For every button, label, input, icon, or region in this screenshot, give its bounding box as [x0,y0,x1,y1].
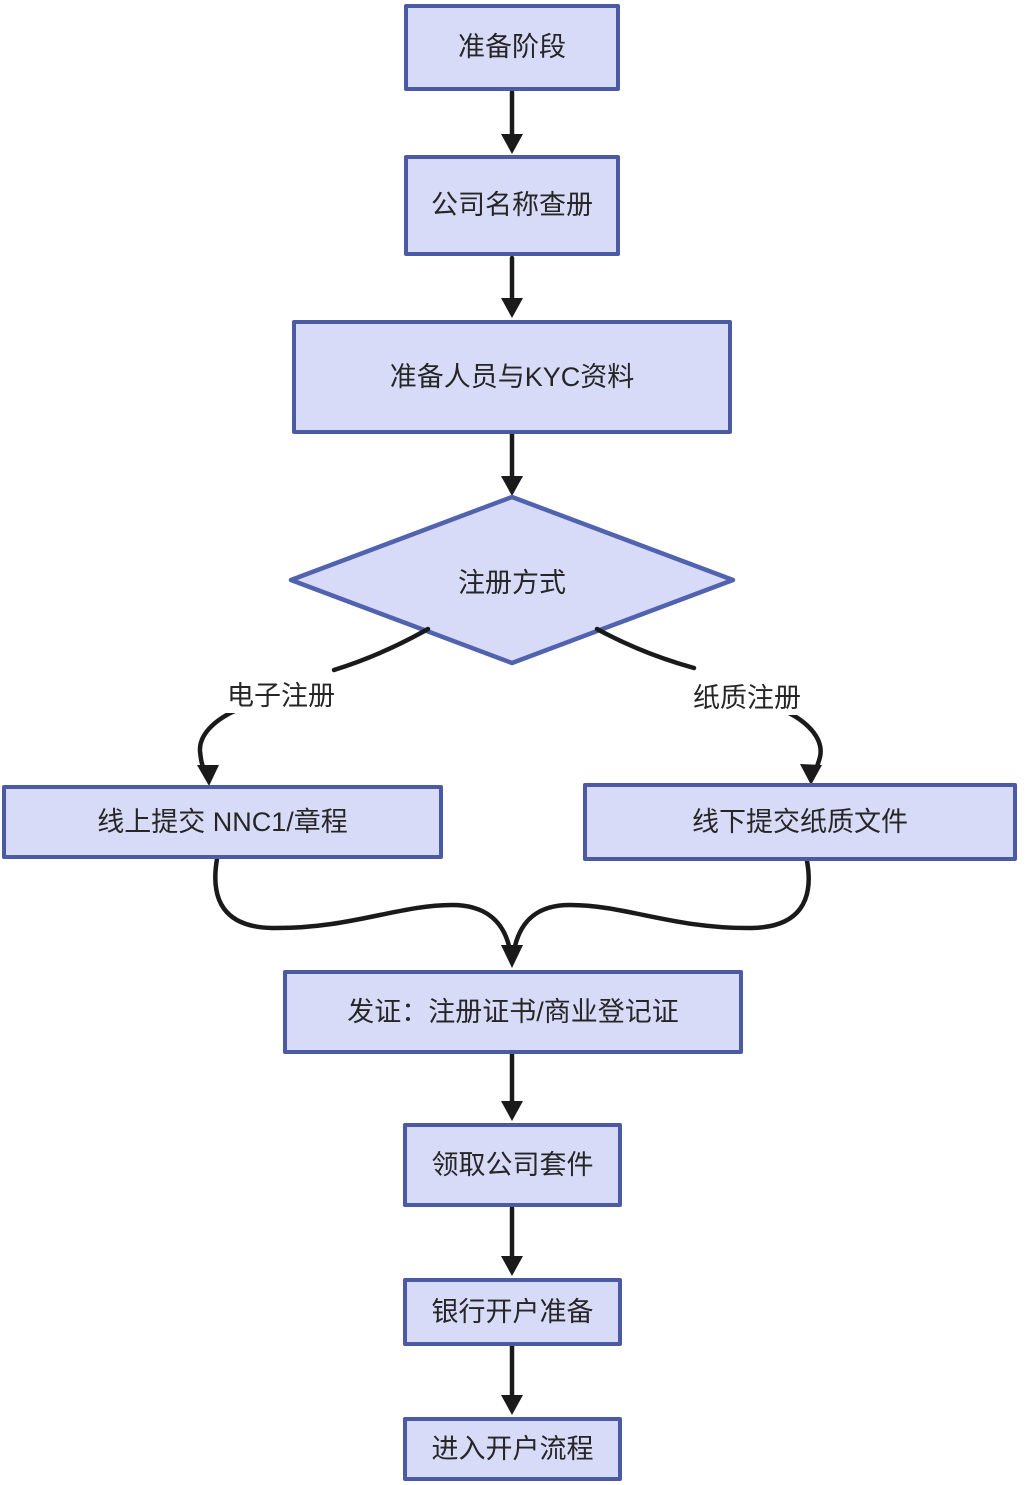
decision-diamond [288,494,736,666]
flow-node-bank-prep: 银行开户准备 [403,1278,622,1346]
flow-node-company-kit: 领取公司套件 [403,1123,622,1207]
flow-node-kyc-label: 准备人员与KYC资料 [389,361,635,392]
flow-node-certificates-label: 发证：注册证书/商业登记证 [347,996,679,1027]
edge-decision-to-offline-a [594,626,697,671]
edge-label-paper: 纸质注册 [690,676,804,715]
flow-node-account-opening: 进入开户流程 [403,1417,622,1481]
arrowhead-certificates [501,945,523,968]
flow-node-offline-submit: 线下提交纸质文件 [583,783,1017,861]
flow-node-online-submit: 线上提交 NNC1/章程 [2,785,443,859]
arrowhead-kyc [501,298,523,318]
flow-node-online-submit-label: 线上提交 NNC1/章程 [97,806,348,837]
flow-node-offline-submit-label: 线下提交纸质文件 [692,806,908,837]
flow-node-account-opening-label: 进入开户流程 [431,1433,594,1464]
edge-label-electronic: 电子注册 [224,674,338,713]
flow-node-kyc: 准备人员与KYC资料 [292,320,732,434]
edge-online-to-certificates [213,856,512,949]
arrowhead-decision [501,476,523,496]
flow-node-name-search-label: 公司名称查册 [431,190,593,221]
flow-node-certificates: 发证：注册证书/商业登记证 [283,970,743,1054]
flow-node-prep-label: 准备阶段 [458,32,566,63]
flow-node-prep: 准备阶段 [404,4,620,91]
flow-node-name-search: 公司名称查册 [404,155,620,256]
decision-label-text: 注册方式 [458,567,566,598]
arrowhead-online [197,765,219,786]
arrowhead-name-search [501,134,523,154]
edge-decision-to-online-a [331,626,431,673]
flow-node-decision-label: 注册方式 [402,560,622,600]
arrowhead-account [501,1395,523,1415]
flow-node-bank-prep-label: 银行开户准备 [431,1296,594,1327]
arrowhead-bank [501,1256,523,1276]
flow-node-company-kit-label: 领取公司套件 [431,1149,594,1180]
arrowhead-offline [800,764,822,785]
arrowhead-kit [501,1101,523,1121]
edge-offline-to-certificates [512,858,811,949]
